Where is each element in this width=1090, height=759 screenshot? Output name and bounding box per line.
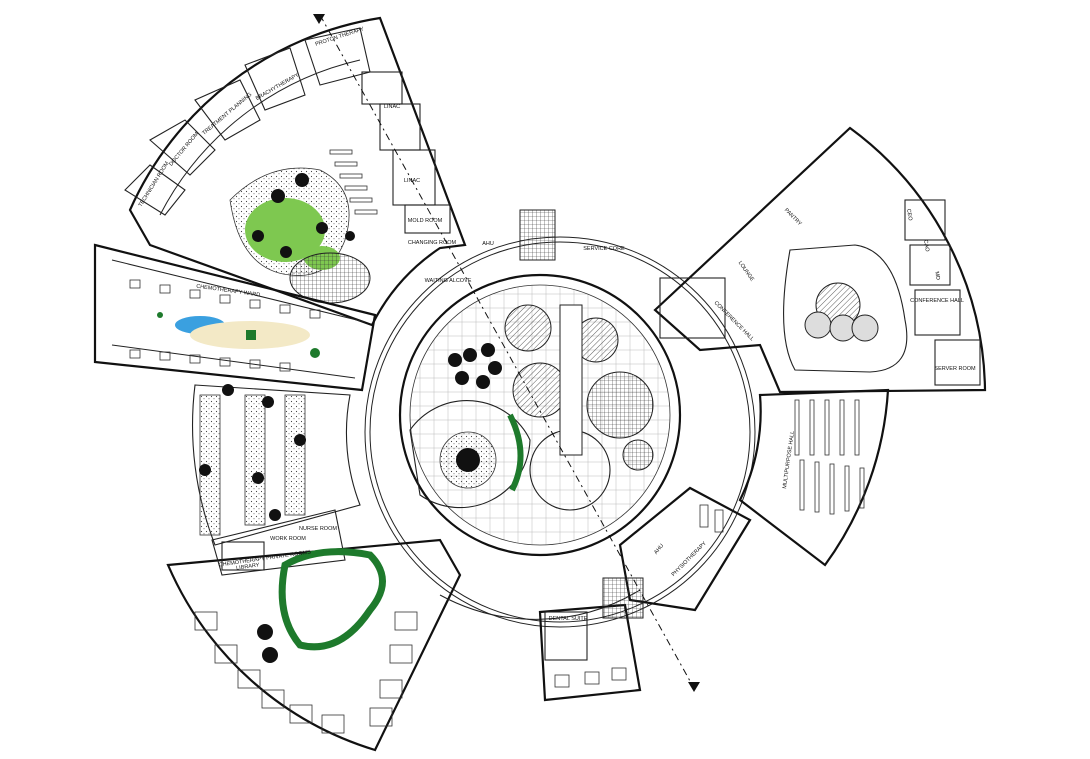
label-ceo: CEO xyxy=(905,208,913,221)
label-lounge: LOUNGE xyxy=(737,260,755,283)
admin-wing xyxy=(519,126,987,394)
label-nurse-room: NURSE ROOM xyxy=(299,526,337,532)
label-linac-2: LINAC xyxy=(404,178,420,184)
label-ahu-south: AHU xyxy=(653,543,665,556)
label-library: LIBRARY xyxy=(236,562,260,571)
south-wing xyxy=(439,486,752,702)
tree-cluster xyxy=(448,343,502,389)
section-arrow-north xyxy=(313,14,325,24)
label-work-room: WORK ROOM xyxy=(270,536,306,542)
label-dental-suite: DENTAL SUITE xyxy=(549,616,588,622)
label-conference-hall-2: CONFERENCE HALL xyxy=(910,298,964,304)
label-conference-hall-1: CONFERENCE HALL xyxy=(713,300,755,342)
section-arrow-south xyxy=(688,682,700,692)
label-treatment-planning: TREATMENT PLANNING xyxy=(201,92,253,137)
label-brachytherapy: BRACHYTHERAPY xyxy=(255,72,301,102)
label-doctor-room: DOCTOR ROOM xyxy=(168,131,200,168)
label-cao: CAO xyxy=(922,239,930,252)
label-changing-room: CHANGING ROOM xyxy=(408,240,457,246)
label-chemotherapy-ward: CHEMOTHERAPY WARD xyxy=(196,284,261,299)
chemo-private-wing xyxy=(166,509,462,752)
chemotherapy-ward xyxy=(93,243,377,392)
label-pantry: PANTRY xyxy=(783,207,803,227)
label-proton-therapy: PROTON THERAPY xyxy=(315,26,366,48)
central-hub xyxy=(364,236,756,628)
radiotherapy-wing xyxy=(124,16,467,327)
label-multipurpose-hall: MULTIPURPOSE HALL xyxy=(782,431,796,490)
label-linac-1: LINAC xyxy=(384,104,400,110)
label-service-core: SERVICE CORE xyxy=(583,246,625,252)
label-ahu-north: AHU xyxy=(482,241,494,247)
east-wing xyxy=(738,388,890,567)
label-md: MD xyxy=(933,271,940,280)
label-mold-room: MOLD ROOM xyxy=(408,218,443,224)
label-server-room: SERVER ROOM xyxy=(934,366,976,372)
section-line xyxy=(319,14,696,691)
garden-corridor xyxy=(192,384,361,546)
label-waiting-alcove: WAITING ALCOVE xyxy=(425,278,472,284)
label-physiotherapy: PHYSIOTHERAPY xyxy=(671,540,709,578)
